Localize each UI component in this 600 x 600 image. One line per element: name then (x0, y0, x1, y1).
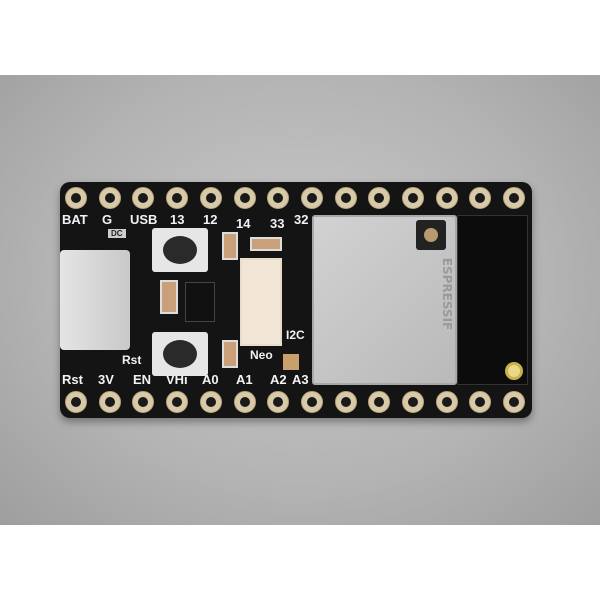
header-pin (368, 391, 391, 413)
header-pin (300, 391, 323, 413)
capacitor (222, 340, 238, 368)
label-32: 32 (294, 212, 309, 227)
header-pin (166, 391, 189, 413)
header-pin (233, 391, 256, 413)
label-neo: Neo (250, 348, 273, 362)
label-13: 13 (170, 212, 185, 227)
mounting-hole (505, 362, 523, 380)
header-pin (233, 187, 256, 209)
label-12: 12 (203, 212, 218, 227)
label-a3: A3 (292, 372, 309, 387)
label-bat: BAT (62, 212, 88, 227)
label-usb: USB (130, 212, 158, 227)
header-pin (402, 391, 424, 413)
label-14: 14 (236, 216, 251, 231)
header-pin (267, 391, 290, 413)
header-pin (402, 187, 424, 209)
label-rst-button: Rst (122, 353, 142, 367)
header-pin (65, 187, 87, 209)
header-pin (267, 187, 290, 209)
label-g: G (102, 212, 113, 227)
module-marking: ESPRESSIF (439, 257, 454, 331)
header-pin (469, 187, 492, 209)
label-rst: Rst (62, 372, 83, 387)
header-pin (334, 187, 357, 209)
header-pin (503, 391, 526, 413)
header-pin (334, 391, 357, 413)
capacitor (160, 280, 178, 314)
capacitor (222, 232, 238, 260)
header-pin (199, 187, 222, 209)
resistor (250, 237, 282, 251)
header-pin (132, 391, 155, 413)
label-a2: A2 (270, 372, 287, 387)
label-3v: 3V (98, 372, 114, 387)
boot-button[interactable] (152, 228, 208, 272)
header-pin (132, 187, 155, 209)
label-i2c: I2C (286, 328, 305, 342)
label-dc: DC (108, 229, 126, 238)
header-pin (503, 187, 526, 209)
neopixel-led (283, 354, 299, 370)
header-pin (435, 187, 458, 209)
label-en: EN (133, 372, 152, 387)
header-pin (469, 391, 492, 413)
header-pin (98, 391, 121, 413)
label-a1: A1 (236, 372, 253, 387)
header-pin (435, 391, 458, 413)
header-pin (98, 187, 121, 209)
usb-c-connector (60, 250, 130, 350)
antenna-area (457, 215, 528, 385)
header-pin (199, 391, 222, 413)
header-pin (368, 187, 391, 209)
voltage-regulator (185, 282, 215, 322)
reset-button[interactable] (152, 332, 208, 376)
header-pin (65, 391, 87, 413)
header-pin (166, 187, 189, 209)
ufl-antenna-connector (416, 220, 446, 250)
label-33: 33 (270, 216, 285, 231)
stemma-qt-connector (240, 258, 282, 346)
header-pin (300, 187, 323, 209)
feather-board: BAT G USB 13 12 14 33 32 Rst 3V EN VHi A… (60, 182, 532, 418)
